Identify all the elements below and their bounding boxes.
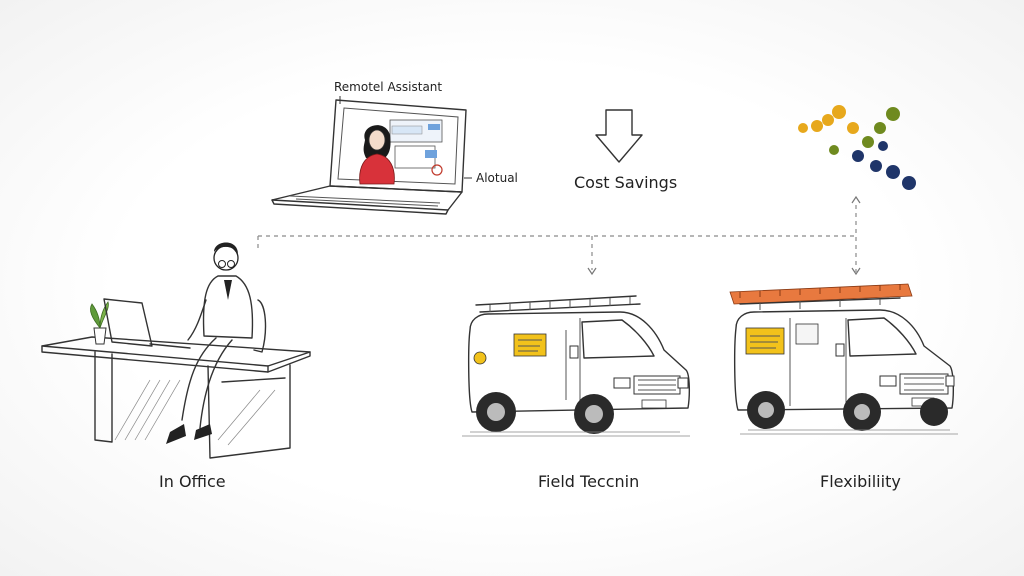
van2-shading: [740, 429, 958, 435]
desk-shading: [114, 379, 276, 446]
field-van-illustration: [462, 295, 691, 437]
connector-arrowheads: [587, 195, 861, 276]
van1-sign: [513, 333, 547, 357]
laptop-title-label: Remotel Assistant: [334, 80, 443, 94]
arrowhead-flex-up: [851, 195, 861, 204]
arrowhead-field: [587, 267, 597, 276]
down-arrow-icon: [595, 109, 643, 163]
remote-assistant-figure: [359, 125, 395, 185]
flexibility-label: Flexibiliity: [820, 472, 901, 491]
van1-shading: [462, 431, 690, 437]
alert-icon: [431, 164, 443, 176]
field-technician-label: Field Teccnin: [538, 472, 640, 491]
connector-lines: [257, 205, 857, 272]
in-office-label: In Office: [159, 472, 226, 491]
office-worker-illustration: [41, 242, 311, 459]
laptop-illustration: [271, 96, 472, 215]
cost-savings-label: Cost Savings: [574, 173, 678, 192]
arrowhead-flex-down: [851, 267, 861, 276]
ladder-icon: [729, 283, 913, 305]
van2-sign: [745, 327, 785, 355]
laptop-side-label: Alotual: [476, 171, 518, 185]
flex-van-illustration: [729, 283, 958, 435]
dot-cluster-icon: [798, 105, 916, 190]
